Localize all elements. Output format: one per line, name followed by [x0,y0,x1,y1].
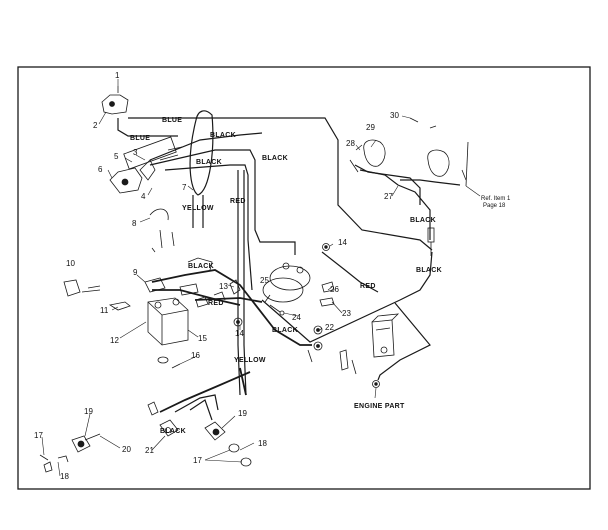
part-number-25: 25 [260,276,269,285]
part-number-14-upper: 14 [338,238,347,247]
screw-30 [409,117,437,129]
engine-part-label: ENGINE PART [354,403,405,410]
part-number-21: 21 [145,446,154,455]
ref-item-label: Ref. Item 1 [481,196,511,202]
battery [144,277,189,346]
part-26 [321,281,335,293]
black-connector-right [427,227,435,256]
part-number-18-left: 18 [60,472,69,481]
wire-label-black-center: BLACK [272,327,298,334]
wire-label-black-top: BLACK [210,132,236,139]
part-number-12: 12 [110,336,119,345]
regulator-assembly [349,139,469,187]
wire-label-blue-top: BLUE [162,117,182,124]
part-number-15: 15 [198,334,207,343]
part-number-14-lower: 14 [235,329,244,338]
wire-label-red-battery: RED [208,300,224,307]
wire-label-black-right-low: BLACK [416,267,442,274]
part-number-11: 11 [100,306,109,315]
washer-22 [313,325,323,335]
wire-label-black-right-top: BLACK [262,155,288,162]
part-number-9: 9 [133,268,138,277]
part-number-8: 8 [132,219,137,228]
fuse-parts [307,349,357,375]
wire-label-yellow-top: YELLOW [182,205,214,212]
part-number-1: 1 [115,71,120,80]
wire-label-yellow-bottom: YELLOW [234,357,266,364]
part-number-16: 16 [191,351,200,360]
lower-harness-parts [39,401,252,473]
part-number-5: 5 [114,152,119,161]
part-number-19-left: 19 [84,407,93,416]
wire-label-black-battery: BLACK [188,263,214,270]
ground-lug [313,341,323,351]
part-number-10: 10 [66,259,75,268]
diagram-frame [17,66,591,490]
leader-lines [41,79,481,477]
engine-part [371,313,400,388]
part-number-17-right: 17 [193,456,202,465]
part-16 [157,356,181,369]
part-number-20: 20 [122,445,131,454]
ignition-switch-assembly [101,86,183,194]
wire-label-black-bottom: BLACK [160,428,186,435]
part-number-19-right: 19 [238,409,247,418]
part-numbers: 1 2 3 5 6 4 7 8 9 10 11 12 13 14 15 16 1… [34,71,399,481]
wiring-harness [117,110,461,421]
part-number-3: 3 [133,148,138,157]
part-number-30: 30 [390,111,399,120]
part-number-23: 23 [342,309,351,318]
ref-page-label: Page 18 [483,203,506,209]
lug-14-lower [233,317,243,327]
wire-label-black-right-mid: BLACK [410,217,436,224]
annotations: Ref. Item 1 Page 18 ENGINE PART [354,196,511,410]
connector-10 [63,279,101,297]
wire-label-blue-left: BLUE [130,135,150,142]
part-number-4: 4 [141,192,146,201]
part-number-18-right: 18 [258,439,267,448]
part-number-24: 24 [292,313,301,322]
part-number-7: 7 [182,183,187,192]
starter-solenoid [262,262,311,303]
battery-cable-parts [179,257,241,308]
wire-labels: BLUE BLUE BLACK BLACK BLACK YELLOW RED B… [130,117,442,435]
wire-label-red-right: RED [360,283,376,290]
part-number-26: 26 [330,285,339,294]
part-number-28: 28 [346,139,355,148]
part-number-17-left: 17 [34,431,43,440]
lug-14-upper [322,243,330,251]
wire-label-black-mid: BLACK [196,159,222,166]
terminal-11 [108,301,131,311]
terminal-23 [319,297,335,307]
part-number-29: 29 [366,123,375,132]
part-number-22: 22 [325,323,334,332]
part-number-13: 13 [219,282,228,291]
part-number-6: 6 [98,165,103,174]
wire-label-red-mid: RED [230,198,246,205]
part-number-2: 2 [93,121,98,130]
part-number-27: 27 [384,192,393,201]
wire-clip-8 [149,208,175,253]
